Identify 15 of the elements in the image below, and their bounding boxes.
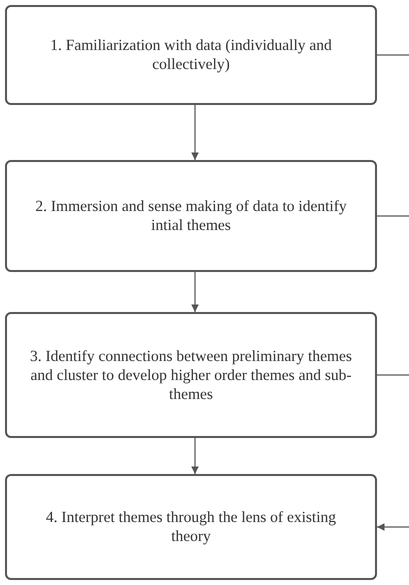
step-text: 1. Familiarization with data (individually and collectively) (49, 36, 333, 74)
arrow (377, 523, 409, 531)
arrow (191, 272, 199, 312)
arrow (191, 438, 199, 474)
step-text: 4. Interpret themes through the lens of existing theory (44, 508, 338, 546)
step-text: 2. Immersion and sense making of data to identify intial themes (34, 197, 348, 235)
connector-line (377, 54, 409, 56)
arrow (191, 105, 199, 160)
connector-line (377, 215, 409, 217)
step-text: 3. Identify connections between preliminary themes and cluster to develop higher order themes and sub-themes (29, 346, 353, 404)
process-box (5, 312, 377, 438)
process-box (5, 474, 377, 580)
connector-line (377, 374, 409, 376)
process-box (5, 5, 377, 105)
process-box (5, 160, 377, 272)
